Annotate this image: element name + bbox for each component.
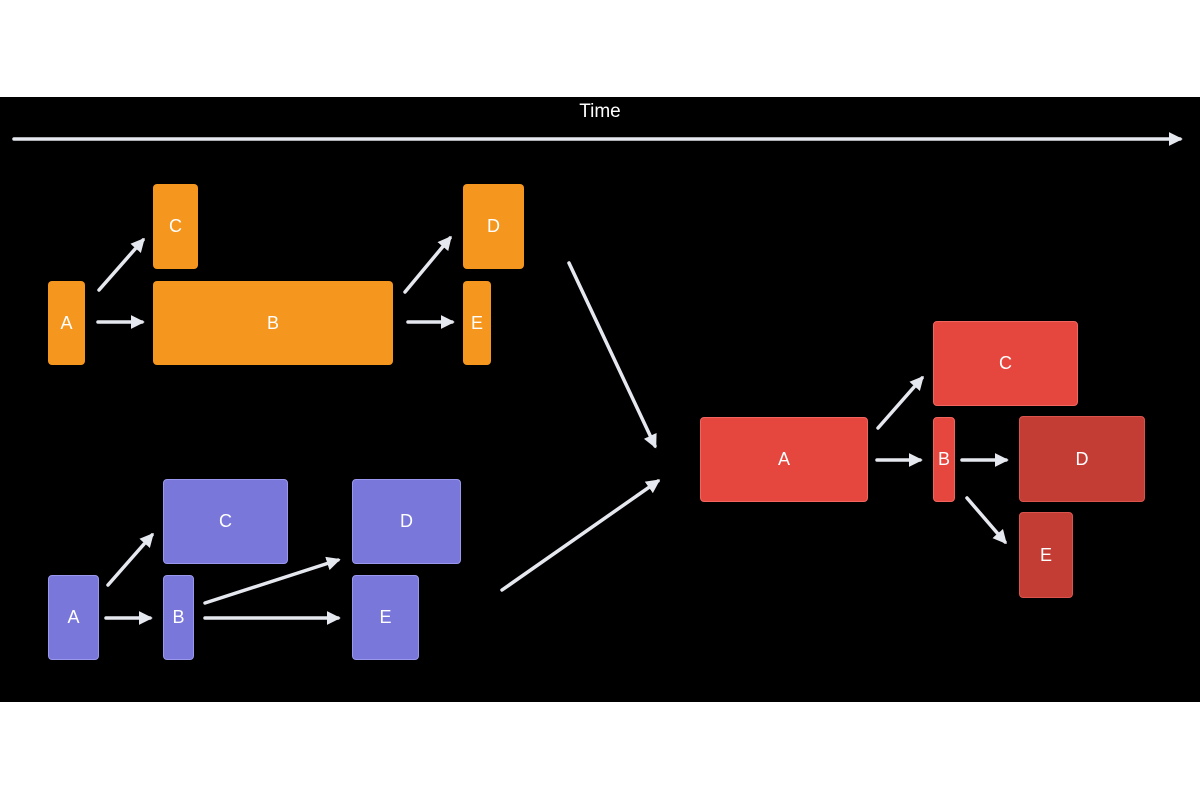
blue-node-c: C — [163, 479, 288, 564]
blue-node-d: D — [352, 479, 461, 564]
orange-node-a: A — [48, 281, 85, 365]
merge-arrow-orange — [567, 261, 657, 449]
red-arrow-a-c — [876, 375, 924, 430]
blue-node-a: A — [48, 575, 99, 660]
orange-node-e: E — [463, 281, 491, 365]
blue-node-e: E — [352, 575, 419, 660]
orange-arrow-a-c — [97, 237, 145, 292]
red-node-d: D — [1019, 416, 1145, 502]
blue-node-b: B — [163, 575, 194, 660]
orange-node-c: C — [153, 184, 198, 269]
orange-node-d: D — [463, 184, 524, 269]
red-node-a: A — [700, 417, 868, 502]
blue-arrow-b-d — [203, 556, 341, 605]
merge-arrow-blue — [500, 479, 661, 592]
red-node-e: E — [1019, 512, 1073, 598]
orange-arrow-b-d — [403, 235, 452, 294]
blue-arrow-a-c — [106, 532, 154, 587]
orange-node-b: B — [153, 281, 393, 365]
red-arrow-b-e — [965, 496, 1007, 545]
time-axis-label: Time — [579, 101, 621, 122]
red-node-c: C — [933, 321, 1078, 406]
red-node-b: B — [933, 417, 955, 502]
